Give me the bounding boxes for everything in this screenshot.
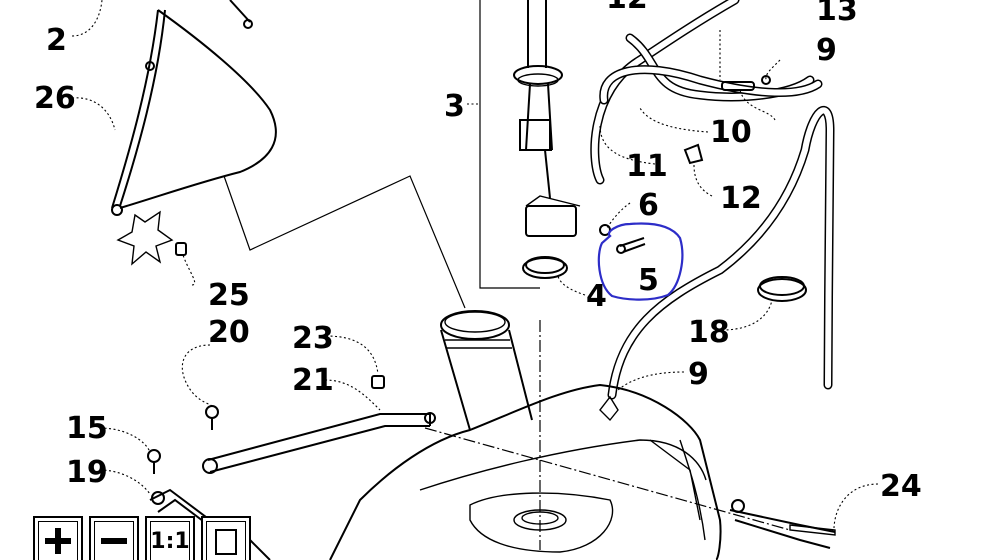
callout-9-top[interactable]: 9 bbox=[816, 33, 837, 68]
part-10-hose bbox=[599, 33, 823, 105]
callout-18[interactable]: 18 bbox=[688, 315, 730, 350]
zoom-in-button[interactable] bbox=[33, 516, 83, 560]
part-23-nut bbox=[371, 375, 385, 389]
callout-9[interactable]: 9 bbox=[688, 357, 709, 392]
callout-12-top[interactable]: 12 bbox=[606, 0, 648, 16]
part-12-clamp bbox=[683, 143, 704, 165]
callout-3[interactable]: 3 bbox=[444, 89, 465, 124]
callout-20[interactable]: 20 bbox=[208, 315, 250, 350]
actual-size-button[interactable]: 1:1 bbox=[145, 516, 195, 560]
part-21-strap bbox=[202, 412, 436, 474]
callout-19[interactable]: 19 bbox=[66, 455, 108, 490]
part-15-bolt bbox=[147, 449, 161, 474]
part-24-strap bbox=[729, 499, 836, 549]
callout-2[interactable]: 2 bbox=[46, 23, 67, 58]
assembly-lines bbox=[223, 0, 791, 550]
part-4-oring bbox=[522, 256, 568, 279]
callout-21[interactable]: 21 bbox=[292, 363, 334, 398]
part-3-fuel-pump bbox=[513, 0, 581, 237]
zoom-out-button[interactable] bbox=[89, 516, 139, 560]
part-20-bolt bbox=[205, 405, 219, 430]
part-18-clamp bbox=[757, 276, 807, 302]
actual-size-label: 1:1 bbox=[150, 521, 190, 560]
part-26-guard bbox=[111, 0, 277, 216]
callout-25[interactable]: 25 bbox=[208, 278, 250, 313]
part-5-pin bbox=[616, 237, 646, 254]
part-11-hose bbox=[590, 0, 835, 400]
callout-4[interactable]: 4 bbox=[586, 279, 607, 314]
plus-icon bbox=[45, 528, 71, 554]
part-25-bracket bbox=[116, 210, 187, 266]
callout-15[interactable]: 15 bbox=[66, 411, 108, 446]
filler-neck bbox=[440, 310, 533, 431]
callout-5[interactable]: 5 bbox=[638, 263, 659, 298]
fit-page-button[interactable] bbox=[201, 516, 251, 560]
zoom-toolbar: 1:1 bbox=[33, 516, 251, 560]
callout-13[interactable]: 13 bbox=[816, 0, 858, 28]
callout-24[interactable]: 24 bbox=[880, 469, 922, 504]
callout-26[interactable]: 26 bbox=[34, 81, 76, 116]
callout-11[interactable]: 11 bbox=[626, 149, 668, 184]
part-5-highlight bbox=[597, 222, 684, 301]
part-13-fitting bbox=[721, 75, 771, 91]
callout-6[interactable]: 6 bbox=[638, 188, 659, 223]
callout-10[interactable]: 10 bbox=[710, 115, 752, 150]
fuel-tank bbox=[329, 383, 722, 560]
leader-lines bbox=[71, 0, 879, 529]
minus-icon bbox=[101, 538, 127, 544]
fit-page-icon bbox=[215, 529, 237, 555]
callout-23[interactable]: 23 bbox=[292, 321, 334, 356]
callout-12[interactable]: 12 bbox=[720, 181, 762, 216]
